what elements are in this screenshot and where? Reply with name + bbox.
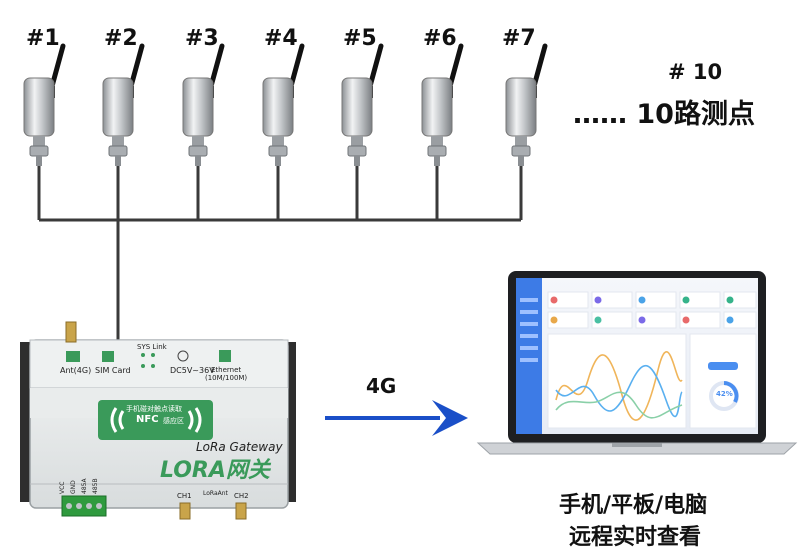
gauge-value: 42%: [716, 390, 733, 398]
terminal-485a: 485A: [81, 478, 88, 494]
points-text: …… 10路测点: [573, 99, 755, 130]
lora-ant-label: LoRaAnt: [203, 490, 228, 497]
gateway-model: LoRa Gateway: [196, 440, 283, 454]
link-arrow: [325, 400, 468, 436]
nfc-line2: NFC: [136, 414, 159, 425]
port-label-sys: SYS Link: [137, 343, 167, 351]
port-label-dc: DC5V~36V: [170, 366, 215, 375]
ch2-label: CH2: [234, 492, 249, 500]
laptop-caption-line1: 手机/平板/电脑: [559, 493, 708, 518]
sensor-label-6: #6: [423, 26, 457, 51]
gateway-brand: LORA网关: [160, 458, 270, 483]
sensor-3: [182, 43, 225, 166]
sensor-1: [23, 43, 66, 166]
sensor-label-2: #2: [104, 26, 138, 51]
sensor-label-3: #3: [185, 26, 219, 51]
lora-gateway: [20, 321, 296, 520]
nfc-line3: 感应区: [163, 417, 184, 425]
port-label-ethernet: Ethernet (10M/100M): [205, 366, 248, 382]
wiring-bus: [37, 166, 523, 345]
laptop: [476, 271, 798, 455]
sensor-label-7: #7: [502, 26, 536, 51]
sensor-label-4: #4: [264, 26, 298, 51]
link-label: 4G: [366, 374, 397, 398]
terminal-gnd: GND: [70, 480, 77, 494]
sensor-4: [262, 43, 305, 166]
sensor-6: [421, 43, 464, 166]
port-label-ant: Ant(4G): [60, 366, 92, 375]
extra-sensor-label: # 10: [668, 60, 723, 84]
ch1-label: CH1: [177, 492, 192, 500]
port-label-sim: SIM Card: [95, 366, 131, 375]
nfc-line1: 手机碰对触点读取: [126, 405, 182, 413]
sensor-7: [505, 43, 548, 166]
sensor-label-1: #1: [26, 26, 60, 51]
terminal-485b: 485B: [92, 478, 99, 494]
sensor-2: [102, 43, 145, 166]
terminal-vcc: VCC: [59, 481, 66, 494]
laptop-caption-line2: 远程实时查看: [569, 525, 702, 550]
sensor-label-5: #5: [343, 26, 377, 51]
sensor-group: [23, 43, 548, 166]
sensor-5: [341, 43, 384, 166]
